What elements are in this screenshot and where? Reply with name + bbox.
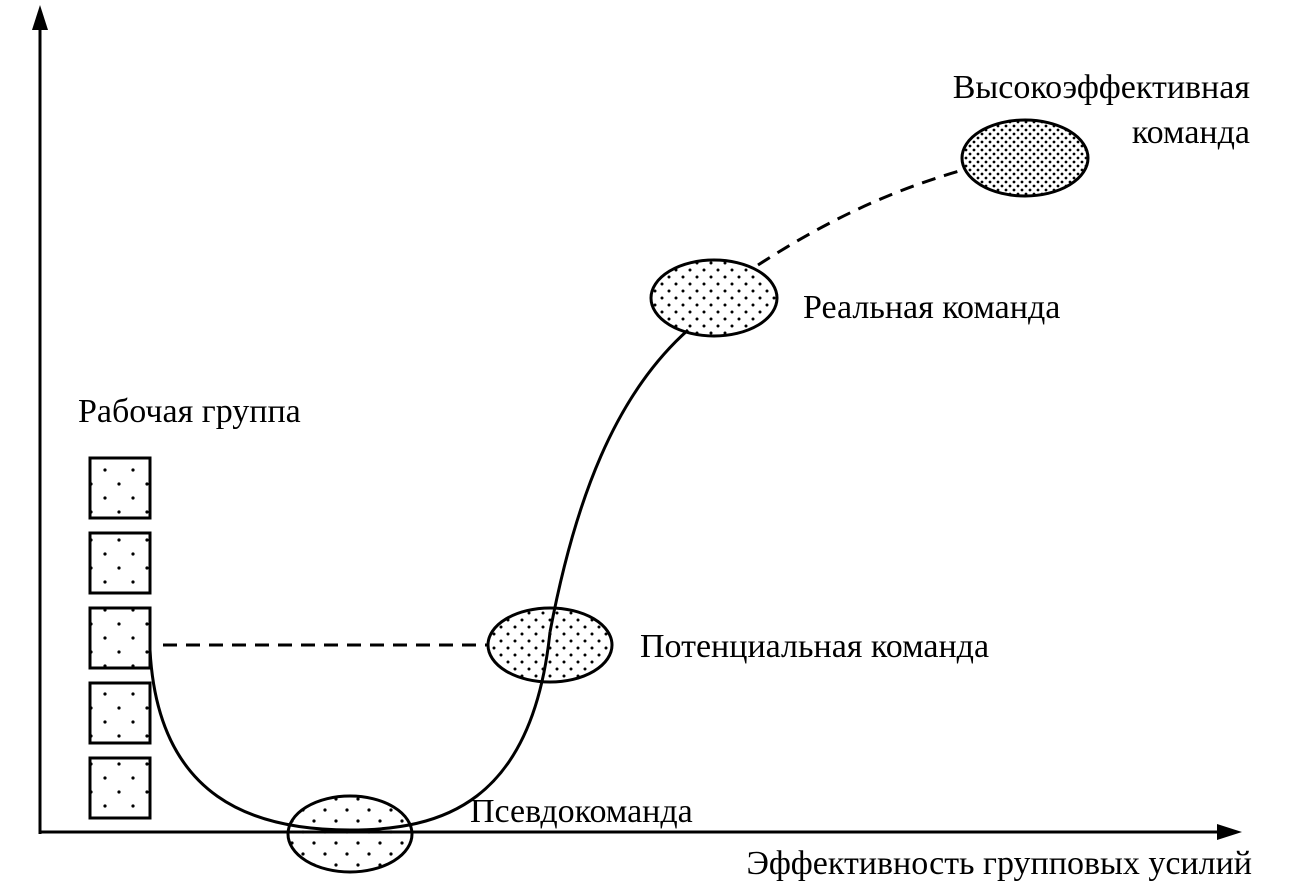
member-square xyxy=(88,456,152,520)
pseudo-team-ellipse xyxy=(286,794,414,874)
real-team-ellipse xyxy=(649,258,779,338)
real-team-label: Реальная команда xyxy=(803,289,1060,326)
member-square xyxy=(88,606,152,670)
x-axis-arrowhead xyxy=(1217,824,1242,840)
x-axis-label: Эффективность групповых усилий xyxy=(746,845,1252,882)
high-performance-team-label-line1: Высокоэффективная xyxy=(953,69,1251,106)
high-performance-dashed-curve xyxy=(757,168,964,267)
potential-team-label: Потенциальная команда xyxy=(640,628,989,665)
working-group-label: Рабочая группа xyxy=(78,393,301,430)
y-axis-arrowhead xyxy=(32,5,48,30)
member-square xyxy=(88,681,152,745)
pseudo-team-label: Псевдокоманда xyxy=(470,793,693,830)
potential-team-ellipse xyxy=(486,606,614,684)
performance-curve-upper xyxy=(548,328,689,633)
member-square xyxy=(88,756,152,820)
member-square xyxy=(88,531,152,595)
high-performance-team-label-line2: команда xyxy=(1132,114,1250,151)
high-performance-team-ellipse xyxy=(960,118,1090,198)
axes xyxy=(32,5,1242,840)
working-group-members xyxy=(88,456,152,820)
